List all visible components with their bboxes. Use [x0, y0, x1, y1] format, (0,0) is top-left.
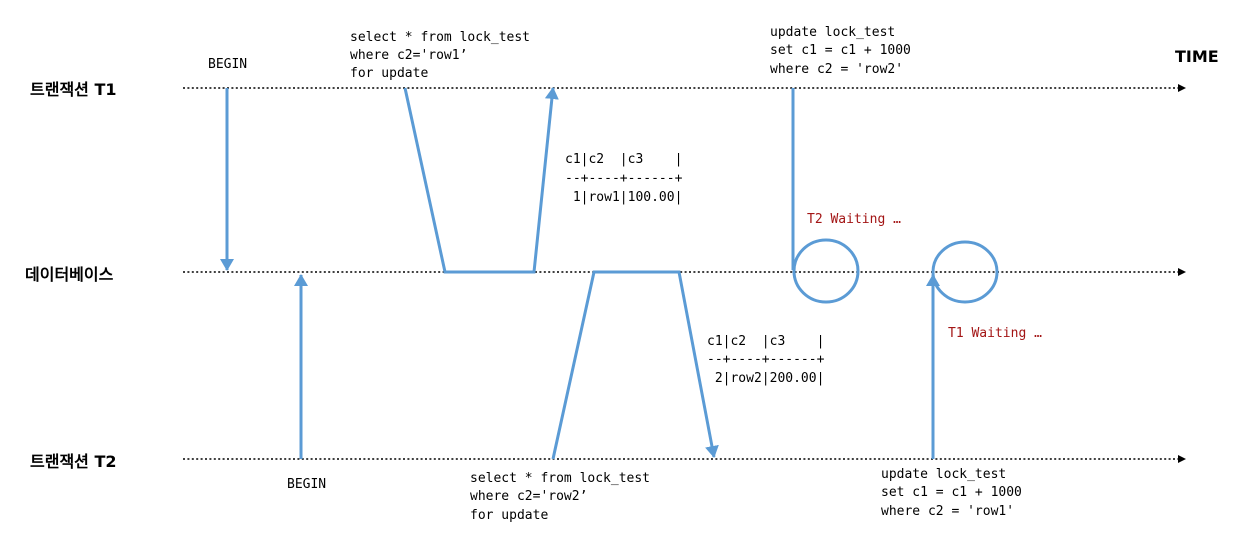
- t1-update-sql-line-3: where c2 = 'row2': [770, 62, 903, 77]
- t1-result-line-1: c1|c2 |c3 |: [565, 152, 682, 167]
- t2-result-line-1: c1|c2 |c3 |: [707, 334, 824, 349]
- t2-select-sql-line-3: for update: [470, 508, 548, 523]
- t2-result-line-2: --+----+------+: [707, 352, 825, 367]
- t1-waiting-circle: [792, 238, 860, 304]
- t1-update-sql-line-2: set c1 = c1 + 1000: [770, 43, 911, 58]
- lane-label-t1: 트랜잭션 T1: [30, 80, 117, 99]
- t2-select-sql-line-1: select * from lock_test: [470, 471, 650, 486]
- t1-update-sql-line-1: update lock_test: [770, 25, 895, 40]
- t2-waiting-label: T2 Waiting …: [807, 212, 901, 227]
- t2-select-sql-line-2: where c2='row2’: [470, 489, 587, 504]
- t1-select-sql-line-3: for update: [350, 66, 428, 81]
- t1-result-line-3: 1|row1|100.00|: [565, 190, 682, 205]
- t1-update-sql: update lock_test set c1 = c1 + 1000 wher…: [770, 25, 919, 77]
- t1-select-sql-line-2: where c2='row1’: [350, 48, 467, 63]
- t2-result-line-3: 2|row2|200.00|: [707, 371, 824, 386]
- t1-result-table: c1|c2 |c3 | --+----+------+ 1|row1|100.0…: [565, 152, 690, 205]
- lane-label-t2: 트랜잭션 T2: [30, 452, 117, 471]
- time-label: TIME: [1175, 47, 1219, 66]
- t2-update-sql-line-1: update lock_test: [881, 467, 1006, 482]
- t2-select-sql: select * from lock_test where c2='row2’ …: [470, 471, 658, 523]
- t1-select-sql-line-1: select * from lock_test: [350, 30, 530, 45]
- t2-update-sql-line-3: where c2 = 'row1': [881, 504, 1014, 519]
- t2-waiting-circle: [931, 240, 999, 304]
- lane-label-db: 데이터베이스: [25, 265, 114, 284]
- t1-select-flow: [403, 87, 559, 274]
- t1-result-line-2: --+----+------+: [565, 171, 683, 186]
- t1-waiting-label: T1 Waiting …: [948, 326, 1042, 341]
- t2-update-sql-line-2: set c1 = c1 + 1000: [881, 485, 1022, 500]
- t2-result-table: c1|c2 |c3 | --+----+------+ 2|row2|200.0…: [707, 334, 832, 386]
- t2-update-sql: update lock_test set c1 = c1 + 1000 wher…: [881, 467, 1030, 519]
- t1-begin-label: BEGIN: [208, 57, 247, 72]
- t1-select-sql: select * from lock_test where c2='row1’ …: [350, 30, 538, 81]
- t2-begin-label: BEGIN: [287, 477, 326, 492]
- t2-select-flow: [551, 270, 719, 460]
